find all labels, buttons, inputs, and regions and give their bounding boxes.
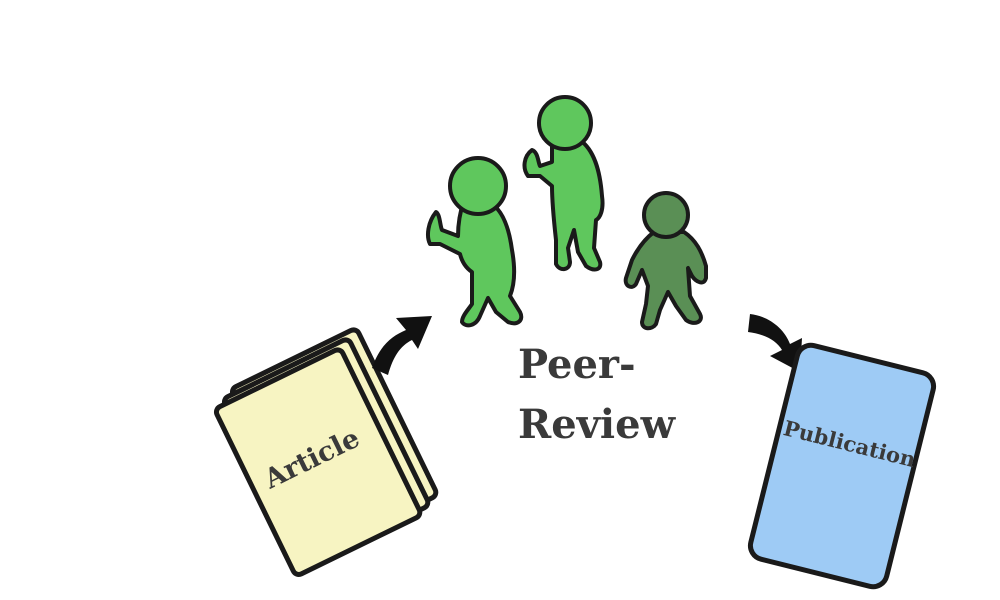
peer-review-label-line2: Review	[518, 401, 677, 448]
reviewer-figure-1	[426, 156, 524, 328]
reviewer-figure-3	[623, 191, 708, 331]
article-sheet-front	[213, 347, 423, 577]
publication-sheet	[747, 342, 937, 590]
reviewer-figure-2	[522, 95, 605, 272]
article-stack: Article	[213, 327, 439, 577]
peer-review-label-line1: Peer-	[518, 341, 636, 388]
arrow-to-publication	[748, 314, 802, 372]
publication-document: Publication	[747, 342, 937, 590]
arrow-to-review	[372, 316, 432, 375]
